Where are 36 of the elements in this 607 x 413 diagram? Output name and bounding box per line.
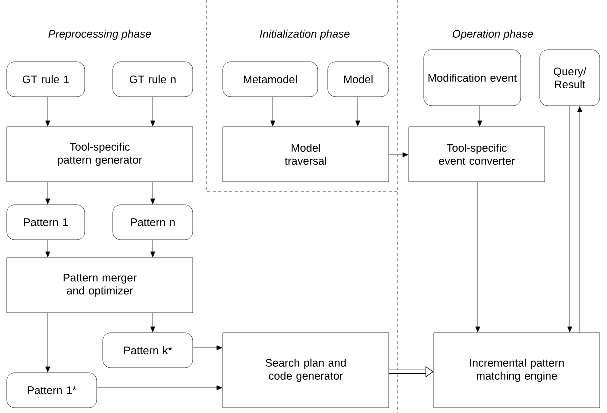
- arrow: [568, 106, 572, 332]
- arrow: [389, 152, 408, 158]
- arrow: [150, 182, 156, 204]
- process-box: Model traversal: [222, 126, 390, 182]
- arrow: [97, 386, 222, 390]
- arrow: [46, 313, 50, 372]
- rounded-box: GT rule n: [112, 62, 194, 98]
- arrow: [270, 97, 276, 126]
- process-box: Incremental pattern matching engine: [434, 332, 600, 408]
- arrow: [46, 240, 50, 258]
- arrow: [578, 106, 582, 333]
- process-box: Tool-specific event converter: [408, 126, 546, 182]
- phase-heading: Initialization phase: [260, 30, 350, 40]
- process-box: Search plan and code generator: [222, 332, 390, 408]
- rounded-box: Metamodel: [222, 62, 318, 98]
- rounded-box: GT rule 1: [6, 62, 86, 98]
- arrow: [150, 313, 156, 332]
- arrow: [478, 106, 482, 126]
- arrow: [356, 97, 360, 126]
- process-box: Pattern merger and optimizer: [6, 258, 194, 314]
- rounded-box: Pattern n: [112, 204, 194, 240]
- rounded-box: Pattern 1*: [6, 372, 98, 408]
- arrow: [46, 182, 50, 204]
- arrow: [46, 97, 50, 126]
- arrow: [150, 97, 156, 126]
- phase-heading: Operation phase: [452, 30, 534, 40]
- arrow: [476, 182, 480, 332]
- arrow: [193, 346, 222, 350]
- rounded-box: Pattern k*: [102, 332, 194, 368]
- rounded-box: Modification event: [424, 50, 522, 106]
- phase-heading: Preprocessing phase: [48, 30, 152, 40]
- rounded-box: Model: [328, 62, 390, 98]
- process-box: Tool-specific pattern generator: [6, 126, 194, 182]
- arrow: [150, 240, 156, 258]
- rounded-box: Pattern 1: [6, 204, 86, 240]
- rounded-box: Query/ Result: [540, 50, 600, 106]
